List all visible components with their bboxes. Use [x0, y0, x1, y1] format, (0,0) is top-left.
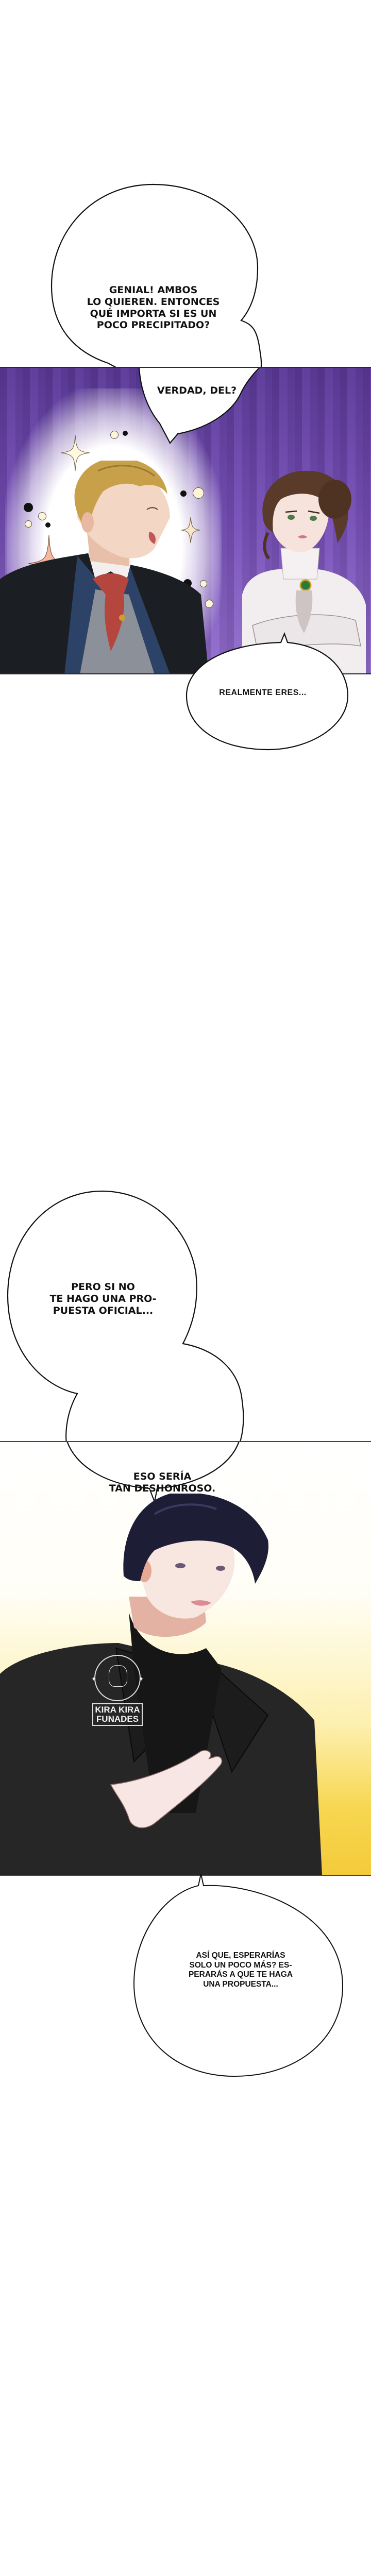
watermark-label: KIRA KIRA FUNADES: [92, 1703, 143, 1726]
sparkle-icon: [181, 517, 200, 543]
bubble-1-text: GENIAL! AMBOS LO QUIEREN. ENTONCES QUÉ I…: [87, 284, 220, 331]
flower-icon: [38, 512, 46, 520]
flower-icon: [45, 522, 50, 528]
speech-bubble-5: [66, 1442, 240, 1504]
speech-bubble-6: [133, 1873, 344, 2077]
sparkle-icon: [61, 435, 90, 471]
flower-icon: [180, 490, 187, 497]
star-icon: ✦: [138, 1675, 144, 1683]
star-icon: ✦: [91, 1675, 97, 1683]
flower-icon: [205, 600, 213, 608]
watermark-logo-icon: ✦ ✦: [91, 1655, 144, 1701]
speech-bubble-3: [185, 632, 349, 751]
flower-icon: [193, 487, 204, 499]
dark-haired-man-figure: [0, 1494, 322, 1875]
bubble-3-text: REALMENTE ERES...: [219, 688, 307, 697]
flower-icon: [25, 520, 32, 528]
flower-icon: [200, 580, 207, 587]
speech-bubble-2: [139, 368, 260, 444]
speech-bubble-group-2: [7, 1190, 244, 1448]
panel-2: ✦ ✦ KIRA KIRA FUNADES: [0, 1441, 371, 1876]
flower-icon: [110, 431, 119, 439]
speech-bubble-group-1: [50, 183, 262, 392]
flower-icon: [24, 503, 33, 512]
bubble-6-text: ASÍ QUE, ESPERARÍAS SOLO UN POCO MÁS? ES…: [188, 1951, 293, 1989]
blond-man-figure: [0, 461, 209, 673]
flower-icon: [123, 431, 128, 436]
scanlation-watermark: ✦ ✦ KIRA KIRA FUNADES: [91, 1655, 144, 1726]
panel-1: [0, 367, 371, 674]
bubble-5-text: ESO SERÍA TAN DESHONROSO.: [109, 1471, 216, 1494]
bubble-2-text: VERDAD, DEL?: [157, 385, 237, 396]
bubble-4-text: PERO SI NO TE HAGO UNA PRO- PUESTA OFICI…: [49, 1281, 157, 1316]
